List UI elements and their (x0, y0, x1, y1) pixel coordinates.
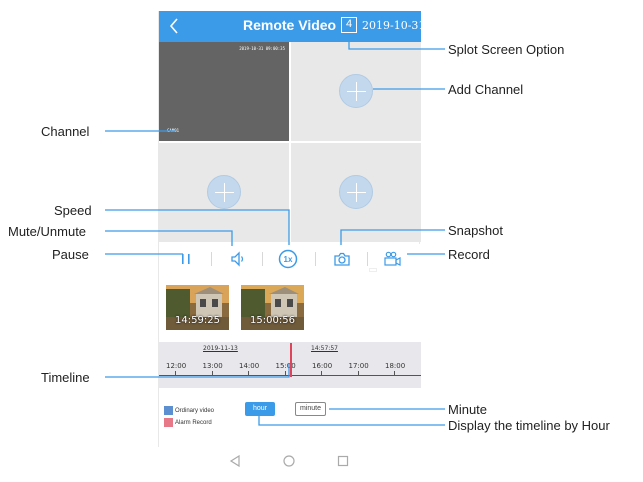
annotation-channel: Channel (41, 124, 90, 139)
channel-label: CAM01 (167, 128, 180, 133)
add-channel-icon[interactable] (339, 74, 373, 108)
timeline-hour-label: 15:00 (275, 362, 296, 370)
house-photo (241, 285, 304, 330)
snapshot-time: 14:59:25 (175, 315, 220, 326)
timeline-hour-label: 16:00 (312, 362, 333, 370)
back-icon[interactable] (167, 17, 183, 35)
divider (367, 252, 368, 266)
timeline-tick (321, 371, 322, 375)
annotation-snapshot: Snapshot (448, 223, 503, 238)
timeline-tick (394, 371, 395, 375)
recent-apps-icon[interactable] (336, 454, 350, 468)
timeline-current-time: 14:57:57 (311, 345, 338, 352)
playback-controls: 1x (159, 244, 421, 274)
legend-alarm: Alarm Record (164, 418, 212, 427)
annotation-timeline: Timeline (41, 370, 90, 385)
timeline[interactable]: 2019-11-13 14:57:57 12:00 13:00 14:00 15:00… (159, 342, 421, 388)
hour-button[interactable]: hour (245, 402, 275, 416)
ordinary-swatch (164, 406, 173, 415)
snapshot-thumbnail[interactable]: 14:59:25 (166, 285, 229, 330)
timeline-hour-label: 18:00 (385, 362, 406, 370)
divider (262, 252, 263, 266)
android-nav-bar (158, 447, 420, 477)
annotation-record: Record (448, 247, 490, 262)
back-nav-icon[interactable] (228, 454, 242, 468)
annotation-split-screen: Splot Screen Option (448, 42, 565, 57)
timeline-hour-label: 17:00 (348, 362, 369, 370)
annotation-mute: Mute/Unmute (8, 224, 87, 239)
timeline-tick (357, 371, 359, 375)
video-grid: 2019-10-31 09:00:35 CAM01 (159, 42, 421, 242)
minute-button[interactable]: minute (295, 402, 326, 416)
legend-alarm-label: Alarm Record (175, 419, 212, 426)
header-date[interactable]: 2019-10-31 (362, 19, 426, 32)
home-nav-icon[interactable] (282, 454, 296, 468)
timeline-date: 2019-11-13 (203, 345, 238, 352)
pause-icon[interactable] (175, 248, 197, 270)
speaker-icon[interactable] (227, 248, 249, 270)
split-screen-button[interactable]: 4 (341, 17, 357, 33)
snapshot-time: 15:00:56 (250, 315, 295, 326)
timeline-hour-label: 14:00 (239, 362, 260, 370)
empty-channel-cell[interactable] (159, 143, 289, 242)
divider (315, 252, 316, 266)
snapshot-list: 14:59:25 15:00:56 (159, 274, 421, 347)
snapshot-thumbnail[interactable]: 15:00:56 (241, 285, 304, 330)
legend-ordinary: Ordinary video (164, 406, 214, 415)
annotation-pause: Pause (52, 247, 89, 262)
house-photo (166, 285, 229, 330)
annotation-display-by-hour: Display the timeline by Hour (448, 418, 610, 433)
camera-icon[interactable] (331, 248, 353, 270)
empty-channel-cell[interactable] (291, 42, 421, 141)
empty-channel-cell[interactable] (291, 143, 421, 242)
annotation-speed: Speed (54, 203, 92, 218)
annotation-minute: Minute (448, 402, 488, 417)
annotation-add-channel: Add Channel (448, 82, 524, 97)
svg-text:1x: 1x (284, 255, 293, 264)
add-channel-icon[interactable] (339, 175, 373, 209)
timeline-hour-label: 13:00 (202, 362, 223, 370)
video-timestamp: 2019-10-31 09:00:35 (239, 46, 285, 51)
legend-ordinary-label: Ordinary video (175, 407, 215, 414)
record-indicator (369, 268, 377, 272)
channel-video-cell[interactable]: 2019-10-31 09:00:35 CAM01 (159, 42, 289, 141)
timeline-hour-label: 12:00 (166, 362, 187, 370)
page-title: Remote Video (243, 17, 337, 33)
video-record-icon[interactable] (381, 248, 403, 270)
app-header: Remote Video 4 2019-10-31 (159, 11, 425, 42)
phone-screen: Remote Video 4 2019-10-31 2019-10-31 09:… (158, 11, 425, 450)
speed-icon[interactable]: 1x (277, 248, 299, 270)
divider (211, 252, 212, 266)
timeline-legend: Ordinary video Alarm Record hour minute (159, 388, 421, 450)
timeline-cursor[interactable] (290, 343, 292, 377)
add-channel-icon[interactable] (207, 175, 241, 209)
alarm-swatch (164, 418, 173, 427)
